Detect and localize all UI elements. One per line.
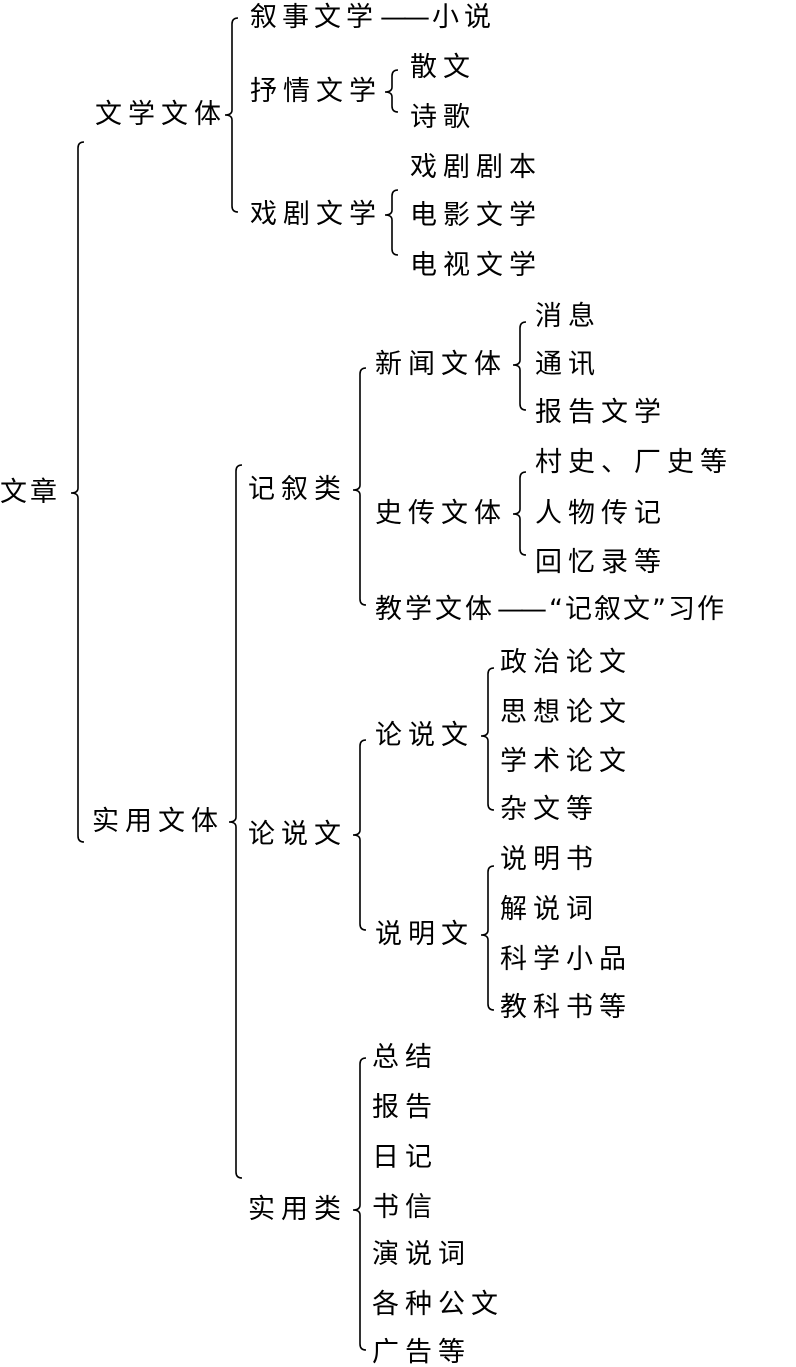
leaf: 科学小品 — [500, 944, 632, 975]
node-history: 史传文体 — [375, 498, 507, 529]
brace — [228, 464, 243, 1179]
leaf: 散文 — [410, 52, 476, 83]
node-root: 文章 — [0, 477, 60, 508]
brace — [512, 321, 527, 411]
leaf: 电影文学 — [410, 200, 542, 231]
leaf: 演说词 — [372, 1239, 471, 1270]
leaf: 教科书等 — [500, 992, 632, 1023]
node-applied: 实用类 — [248, 1194, 347, 1225]
node-news: 新闻文体 — [375, 349, 507, 380]
leaf: 电视文学 — [410, 250, 542, 281]
dash-teaching: —— — [497, 594, 547, 625]
brace — [352, 739, 367, 931]
teaching-row: 教学文体 —— “记叙文”习作 — [375, 595, 726, 625]
leaf: 广告等 — [372, 1337, 471, 1367]
leaf-novel: 小说 — [432, 2, 496, 33]
brace — [224, 17, 239, 213]
leaf: 戏剧剧本 — [410, 152, 542, 183]
leaf: 诗歌 — [410, 102, 476, 133]
node-exposition: 说明文 — [375, 919, 474, 950]
node-argument: 论说文 — [375, 720, 474, 751]
leaf: 通讯 — [535, 349, 601, 380]
node-drama: 戏剧文学 — [250, 199, 382, 230]
leaf: 村史、厂史等 — [535, 447, 733, 478]
leaf: 消息 — [535, 301, 601, 332]
leaf: 学术论文 — [500, 746, 632, 777]
node-practical: 实用文体 — [92, 806, 224, 837]
brace — [384, 69, 399, 113]
leaf: 书信 — [372, 1192, 438, 1223]
brace — [512, 471, 527, 556]
leaf: 解说词 — [500, 894, 599, 925]
node-narrative: 叙事文学 — [250, 2, 378, 33]
leaf: 人物传记 — [535, 498, 667, 529]
leaf: 说明书 — [500, 844, 599, 875]
brace — [352, 1057, 367, 1351]
node-lyric: 抒情文学 — [250, 76, 382, 107]
leaf: 思想论文 — [500, 697, 632, 728]
leaf-narrative-essay: “记叙文”习作 — [549, 594, 726, 625]
dash-narrative: —— — [380, 2, 430, 33]
leaf: 杂文等 — [500, 794, 599, 825]
leaf: 日记 — [372, 1142, 438, 1173]
leaf: 政治论文 — [500, 647, 632, 678]
leaf: 报告 — [372, 1092, 438, 1123]
leaf: 报告文学 — [535, 397, 667, 428]
brace — [70, 141, 85, 843]
brace — [480, 865, 495, 1011]
leaf: 各种公文 — [372, 1289, 504, 1320]
brace — [352, 367, 367, 606]
leaf: 总结 — [372, 1042, 438, 1073]
node-teaching: 教学文体 — [375, 594, 495, 625]
node-literary: 文学文体 — [95, 99, 227, 130]
brace — [480, 667, 495, 811]
brace — [384, 189, 399, 256]
node-narration: 记叙类 — [248, 474, 347, 505]
node-discourse: 论说文 — [248, 819, 347, 850]
narrative-row: 叙事文学 —— 小说 — [250, 3, 496, 33]
leaf: 回忆录等 — [535, 547, 667, 578]
